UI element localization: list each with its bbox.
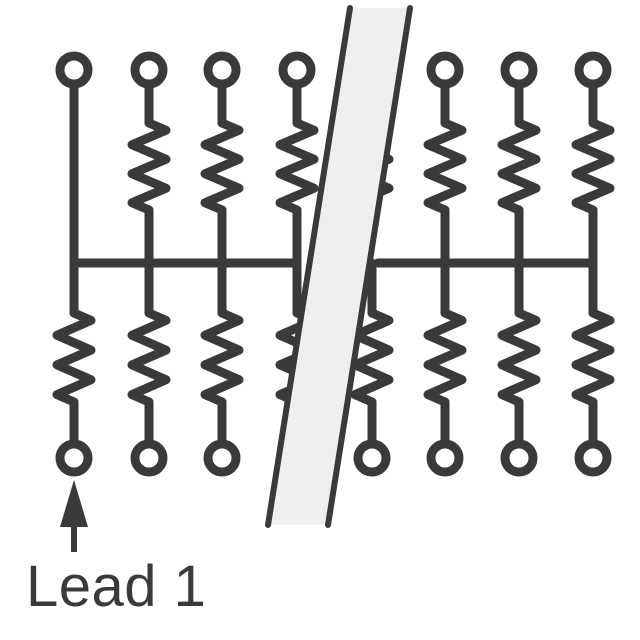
- pin-bottom: [203, 439, 241, 477]
- pin-top: [278, 51, 316, 89]
- arrow-head: [60, 480, 88, 527]
- circuit-pins: [55, 51, 612, 477]
- resistor-bottom: [350, 308, 394, 407]
- break-symbol-edge-right: [325, 5, 413, 528]
- pin-bottom: [426, 439, 464, 477]
- pin-bottom: [130, 439, 168, 477]
- resistor-bottom: [497, 308, 541, 407]
- break-symbol-edge-left: [265, 5, 353, 528]
- arrow-up-icon: [60, 480, 88, 552]
- pin-top: [55, 51, 93, 89]
- resistor-top: [497, 118, 541, 215]
- pin-bottom: [55, 439, 93, 477]
- pin-top: [426, 51, 464, 89]
- pin-top: [500, 51, 538, 89]
- resistor-top: [200, 118, 244, 215]
- pin-top: [203, 51, 241, 89]
- resistor-bottom: [127, 308, 171, 407]
- resistor-bottom: [423, 308, 467, 407]
- pin-bottom: [574, 439, 612, 477]
- pin-top: [130, 51, 168, 89]
- resistor-top: [275, 118, 319, 215]
- resistor-top: [423, 118, 467, 215]
- break-symbol-band: [268, 8, 410, 525]
- pin-bottom: [353, 439, 391, 477]
- pin-top: [574, 51, 612, 89]
- lead-1-label: Lead 1: [26, 554, 207, 619]
- resistor-bottom: [52, 308, 96, 407]
- resistor-top: [127, 118, 171, 215]
- resistor-bottom: [200, 308, 244, 407]
- resistor-bottom: [571, 308, 615, 407]
- resistor-top: [571, 118, 615, 215]
- pin-bottom: [500, 439, 538, 477]
